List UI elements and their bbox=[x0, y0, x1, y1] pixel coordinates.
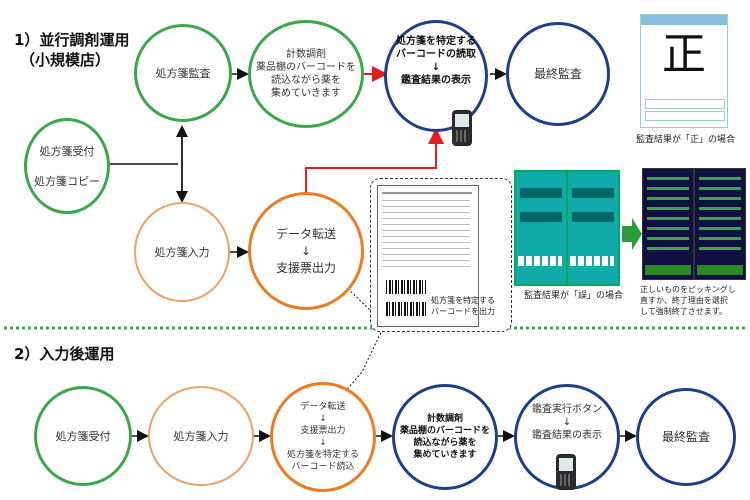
correct-caption: 監査結果が「正」の場合 bbox=[636, 135, 736, 145]
node2-dispensing: 計数調剤 薬品棚のバーコードを 読込ながら薬を 集めていきます bbox=[392, 384, 498, 490]
barcode-icon bbox=[386, 302, 426, 316]
wrong-note: 正しいものをピッキングし 直すか、終了理由を選択 して強制終了させます。 bbox=[640, 285, 736, 316]
node2-transfer: データ転送 ↓ 支援票出力 ↓ 処方箋を特定する バーコード読込 bbox=[270, 382, 376, 492]
node-final-audit: 最終監査 bbox=[506, 22, 610, 126]
node-prescription-audit: 処方箋監査 bbox=[134, 24, 232, 122]
node-data-transfer: データ転送 ↓ 支援票出力 bbox=[248, 192, 364, 310]
correct-result-screen: 正 bbox=[640, 14, 728, 128]
node-dispensing: 計数調剤 薬品棚のバーコードを 読込ながら薬を 集めていきます bbox=[248, 20, 364, 128]
picking-screen-1 bbox=[642, 168, 694, 280]
node2-input: 処方箋入力 bbox=[148, 386, 254, 486]
handheld-terminal-icon bbox=[452, 110, 472, 146]
wrong-result-screen-2 bbox=[566, 170, 620, 286]
wrong-caption: 監査結果が「誤」の場合 bbox=[524, 291, 624, 301]
support-slip-callout: 処方箋を特定する バーコードを出力 bbox=[370, 178, 512, 332]
handheld-terminal-icon bbox=[556, 454, 576, 490]
node-prescription-input: 処方箋入力 bbox=[134, 202, 230, 302]
wrong-result-screen-1 bbox=[514, 170, 568, 286]
node-barcode-read: 処方箋を特定する バーコードの読取 ↓ 鑑査結果の表示 bbox=[384, 20, 488, 132]
node-reception-copy: 処方箋受付 処方箋コピー bbox=[24, 118, 110, 214]
section1-title: 1）並行調剤運用 （小規模店） bbox=[14, 31, 130, 69]
node2-reception: 処方箋受付 bbox=[34, 386, 132, 486]
support-slip-document bbox=[377, 185, 479, 327]
picking-screen-2 bbox=[694, 168, 746, 280]
correct-mark: 正 bbox=[662, 29, 706, 80]
barcode-icon bbox=[386, 280, 426, 294]
section2-title: 2）入力後運用 bbox=[14, 345, 115, 363]
node2-final-audit: 最終監査 bbox=[636, 388, 736, 486]
